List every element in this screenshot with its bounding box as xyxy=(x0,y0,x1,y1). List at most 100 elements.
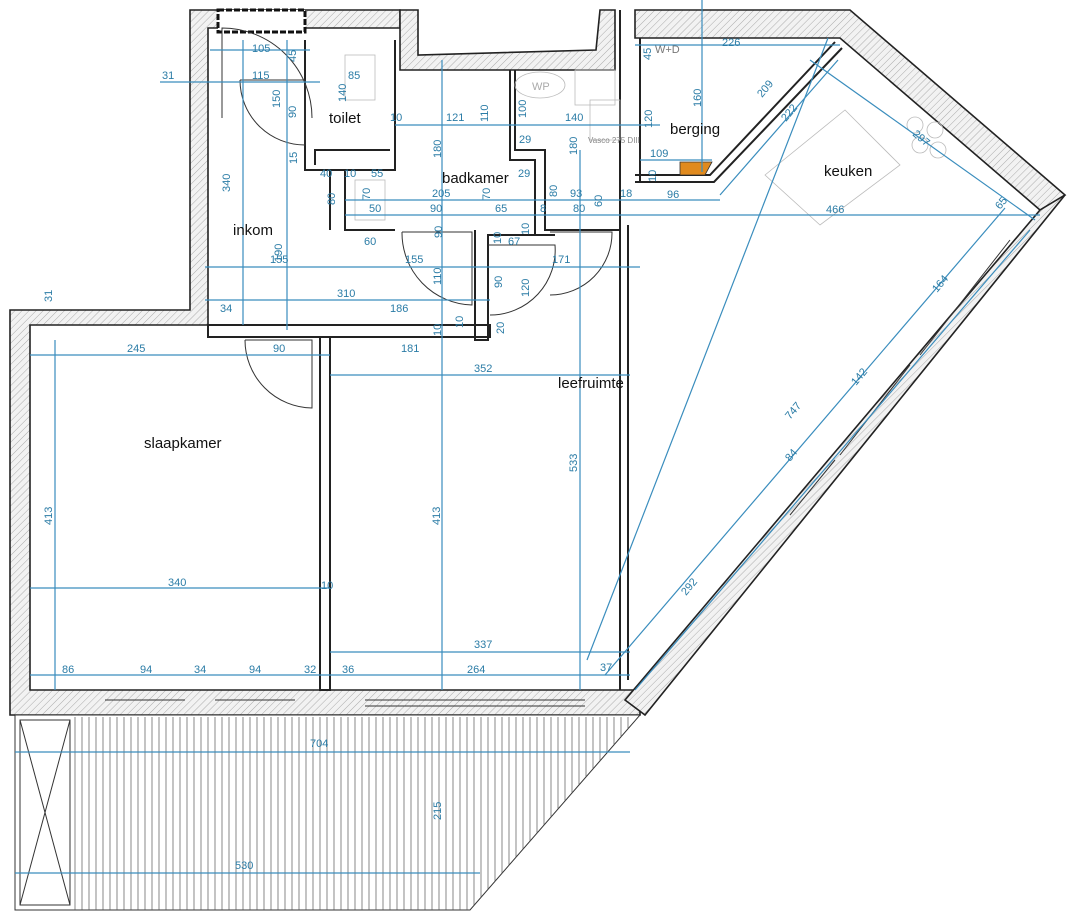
dimension-label: 18 xyxy=(620,188,632,200)
dimension-label: 297 xyxy=(910,128,932,149)
dimension-label: 171 xyxy=(552,254,570,266)
dimension-label: 140 xyxy=(337,84,349,102)
dimension-label: 8 xyxy=(540,203,546,215)
room-label-toilet: toilet xyxy=(329,110,362,127)
dimension-label: 29 xyxy=(519,134,531,146)
dimension-label: 205 xyxy=(432,188,450,200)
heat-pump-label: WP xyxy=(532,81,550,93)
dimension-label: 50 xyxy=(369,203,381,215)
dimension-label: 96 xyxy=(667,189,679,201)
dimension-label: 10 xyxy=(390,112,402,124)
room-label-badkamer: badkamer xyxy=(442,170,509,187)
room-label-leefruimte: leefruimte xyxy=(558,375,624,392)
dimension-label: 264 xyxy=(467,664,485,676)
dimension-label: 747 xyxy=(783,400,804,422)
dimension-label: 222 xyxy=(779,102,800,124)
dimension-label: 209 xyxy=(755,78,776,100)
dimension-label: 466 xyxy=(826,204,844,216)
dimension-label: 34 xyxy=(194,664,206,676)
dimension-label: 34 xyxy=(220,303,232,315)
dimension-label: 186 xyxy=(390,303,408,315)
dimension-label: 190 xyxy=(273,244,285,262)
dimension-label: 65 xyxy=(495,203,507,215)
dimension-label: 121 xyxy=(446,112,464,124)
room-label-inkom: inkom xyxy=(233,222,273,239)
dimension-label: 310 xyxy=(337,288,355,300)
dimension-label: 86 xyxy=(62,664,74,676)
dimension-label: 40 xyxy=(320,168,332,180)
dimension-label: 530 xyxy=(235,860,253,872)
appliance-label: W+D xyxy=(655,44,680,56)
dimension-label: 180 xyxy=(568,137,580,155)
dimension-label: 65 xyxy=(993,195,1010,212)
dimension-label: 704 xyxy=(310,738,328,750)
dimension-label: 215 xyxy=(432,802,444,820)
dimension-label: 60 xyxy=(593,195,605,207)
dimension-label: 245 xyxy=(127,343,145,355)
dimension-label: 60 xyxy=(364,236,376,248)
dimension-label: 55 xyxy=(371,168,383,180)
dimension-label: 31 xyxy=(162,70,174,82)
dimension-label: 67 xyxy=(508,236,520,248)
dimension-label: 120 xyxy=(520,279,532,297)
dimension-label: 70 xyxy=(481,188,493,200)
dimension-label: 181 xyxy=(401,343,419,355)
dimension-label: 533 xyxy=(568,454,580,472)
dimension-label: 10 xyxy=(647,170,659,182)
dimension-label: 29 xyxy=(518,168,530,180)
dimension-label: 20 xyxy=(495,322,507,334)
dimension-label: 90 xyxy=(433,226,445,238)
dimension-label: 155 xyxy=(405,254,423,266)
room-label-slaapkamer: slaapkamer xyxy=(144,435,222,452)
dimension-label: 115 xyxy=(252,70,270,82)
dimension-label: 10 xyxy=(432,324,444,336)
dimension-label: 10 xyxy=(454,316,466,328)
dimension-label: 90 xyxy=(493,276,505,288)
dimension-label: 94 xyxy=(140,664,152,676)
dimension-label: 32 xyxy=(304,664,316,676)
dimension-label: 93 xyxy=(570,188,582,200)
dimension-label: 160 xyxy=(692,89,704,107)
dimension-label: 45 xyxy=(287,50,299,62)
dimension-label: 10 xyxy=(321,580,333,592)
boiler-icon xyxy=(679,161,713,176)
dimension-label: 352 xyxy=(474,363,492,375)
exterior-walls xyxy=(9,9,1067,717)
dimension-label: 155 xyxy=(270,254,288,266)
dimension-label: 10 xyxy=(492,232,504,244)
dimension-label: 90 xyxy=(430,203,442,215)
room-label-keuken: keuken xyxy=(824,163,872,180)
dimension-label: 413 xyxy=(431,507,443,525)
interior-walls xyxy=(207,38,843,691)
window-inkom xyxy=(216,8,307,34)
room-label-berging: berging xyxy=(670,121,720,138)
boiler-label: Vasco 275 DIII xyxy=(588,136,640,145)
dimension-label: 85 xyxy=(348,70,360,82)
dimension-label: 292 xyxy=(679,576,700,598)
dimension-label: 70 xyxy=(361,188,373,200)
dimension-labels: 105 45 31 115 85 150 90 140 10 121 110 100 140 120 180… xyxy=(43,37,1010,872)
dimension-label: 337 xyxy=(474,639,492,651)
dimension-label: 105 xyxy=(252,43,270,55)
terrace xyxy=(14,714,642,911)
dimension-label: 413 xyxy=(43,507,55,525)
dimension-label: 100 xyxy=(517,100,529,118)
dimension-label: 226 xyxy=(722,37,740,49)
dimension-label: 80 xyxy=(573,203,585,215)
room-labels: inkom toilet badkamer berging keuken sla… xyxy=(144,44,872,452)
dimension-label: 10 xyxy=(520,223,532,235)
dimension-label: 37 xyxy=(600,662,612,674)
dimension-label: 94 xyxy=(249,664,261,676)
dimension-label: 31 xyxy=(43,290,55,302)
dimension-label: 140 xyxy=(565,112,583,124)
dimension-label: 109 xyxy=(650,148,668,160)
dimension-label: 340 xyxy=(221,174,233,192)
dimension-label: 80 xyxy=(548,185,560,197)
dimension-label: 45 xyxy=(642,48,654,60)
dimension-label: 90 xyxy=(287,106,299,118)
dimension-label: 80 xyxy=(326,193,338,205)
dimension-label: 150 xyxy=(271,90,283,108)
dimension-label: 110 xyxy=(479,104,491,122)
dimension-lines xyxy=(15,0,1040,874)
dimension-label: 120 xyxy=(643,110,655,128)
